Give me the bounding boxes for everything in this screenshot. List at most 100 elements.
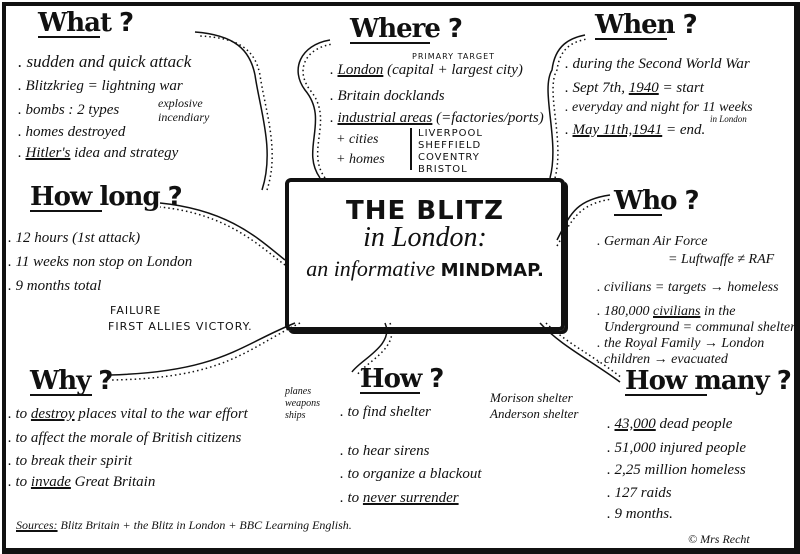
- failure-label: FAILURE: [110, 304, 162, 317]
- when-item-text: = end.: [665, 122, 706, 138]
- question-mark: ?: [684, 186, 699, 216]
- who-item-text: civilians: [653, 304, 701, 319]
- why-title: Why: [30, 366, 91, 396]
- what-item: . homes destroyed: [18, 124, 126, 140]
- sources-line: Sources: Blitz Britain + the Blitz in Lo…: [16, 518, 352, 533]
- how-long-item-text: 9 months total: [15, 278, 102, 294]
- how-long-item: . 9 months total: [8, 278, 102, 294]
- who-item-text: German Air Force: [604, 234, 708, 249]
- who-item: . children → evacuated: [597, 352, 728, 367]
- how-long-heading: How long?: [30, 182, 183, 212]
- who-title: Who: [614, 186, 677, 216]
- when-item-text: = start: [662, 80, 704, 96]
- question-mark: ?: [98, 366, 113, 396]
- who-item: . civilians = targets → homeless: [597, 280, 779, 295]
- bomb-type: explosive: [158, 96, 203, 110]
- how-many-item-text: dead people: [659, 416, 733, 432]
- where-item-text: industrial areas: [337, 110, 433, 126]
- shelter-type: Morison shelter: [490, 390, 573, 405]
- what-item: . Blitzkrieg = lightning war: [18, 78, 183, 94]
- when-item: . Sept 7th, 1940 = start: [565, 80, 704, 96]
- when-note: in London: [710, 114, 747, 124]
- why-target: planes: [285, 386, 312, 397]
- victory-label: FIRST ALLIES VICTORY.: [108, 320, 253, 333]
- arrow-to-when: [547, 34, 586, 179]
- how-many-item: . 43,000 dead people: [607, 416, 733, 432]
- where-title: Where: [350, 14, 441, 44]
- central-topic-box: THE BLITZ in London: an informative MIND…: [285, 178, 565, 331]
- how-long-item-text: 12 hours (1st attack): [15, 230, 141, 246]
- question-mark: ?: [447, 14, 463, 44]
- how-many-item-text: 43,000: [614, 416, 656, 432]
- arrow-to-where: [297, 39, 331, 179]
- why-item-text: destroy: [30, 406, 75, 422]
- what-item-text: sudden and quick attack: [26, 52, 192, 71]
- how-item: . to never surrender: [340, 490, 459, 506]
- why-item: . to invade Great Britain: [8, 474, 156, 490]
- why-item-text: to: [15, 474, 28, 490]
- how-long-item: . 11 weeks non stop on London: [8, 254, 193, 270]
- what-item-text: idea and strategy: [74, 145, 179, 161]
- why-item: . to affect the morale of British citize…: [8, 430, 242, 446]
- who-item-text: children → evacuated: [604, 352, 728, 367]
- what-item-text: Hitler's: [25, 145, 71, 161]
- why-item-text: Great Britain: [74, 474, 156, 490]
- how-heading: How?: [360, 364, 444, 394]
- where-extra: + cities: [336, 132, 379, 147]
- how-many-title: How many: [625, 366, 770, 396]
- who-item: . German Air Force: [597, 234, 708, 249]
- who-item-text: civilians = targets → homeless: [604, 280, 779, 295]
- question-mark: ?: [118, 8, 134, 38]
- central-tagline: an informative MINDMAP.: [289, 256, 561, 282]
- bomb-type: incendiary: [158, 110, 210, 124]
- where-item: . London (capital + largest city): [330, 62, 523, 78]
- who-item-text: the Royal Family → London: [604, 336, 765, 351]
- central-title: THE BLITZ: [346, 196, 504, 226]
- author-credit: © Mrs Recht: [688, 532, 750, 546]
- how-many-item-text: 2,25 million homeless: [614, 462, 746, 478]
- shelter-type: Anderson shelter: [490, 406, 579, 421]
- how-item-text: never surrender: [362, 490, 459, 506]
- what-item-text: Blitzkrieg = lightning war: [25, 78, 183, 94]
- how-item: . to hear sirens: [340, 443, 430, 459]
- who-item-text: 180,000: [604, 304, 650, 319]
- who-item-text: in the: [703, 304, 736, 319]
- what-item-text: homes destroyed: [25, 124, 126, 140]
- when-item-text: during the Second World War: [572, 56, 750, 72]
- where-item-text: Britain docklands: [337, 88, 445, 104]
- why-target: weapons: [285, 398, 320, 409]
- city: COVENTRY: [418, 152, 480, 163]
- how-many-item-text: 51,000 injured people: [614, 440, 747, 456]
- how-many-item: . 2,25 million homeless: [607, 462, 746, 478]
- how-long-item: . 12 hours (1st attack): [8, 230, 141, 246]
- when-heading: When?: [595, 10, 698, 40]
- central-subtitle: in London:: [363, 222, 487, 253]
- when-item-text: Sept 7th,: [572, 80, 626, 96]
- what-heading: What?: [38, 8, 134, 38]
- what-item-text: bombs : 2 types: [25, 102, 120, 118]
- arrow-to-what: [194, 31, 268, 191]
- why-item: . to break their spirit: [8, 453, 133, 469]
- who-item: = Luftwaffe ≠ RAF: [668, 252, 775, 267]
- when-item-text: everyday and night for 11 weeks: [572, 100, 753, 115]
- how-many-item: . 127 raids: [607, 485, 672, 501]
- when-item-text: 1940: [628, 80, 659, 96]
- when-item: . during the Second World War: [565, 56, 750, 72]
- who-item: Underground = communal shelter: [604, 320, 796, 335]
- how-many-item-text: 127 raids: [614, 485, 672, 501]
- how-long-item-text: 11 weeks non stop on London: [15, 254, 193, 270]
- where-extra: + homes: [336, 152, 385, 167]
- what-item: . sudden and quick attack: [18, 52, 192, 71]
- sources-label: Sources:: [16, 518, 58, 532]
- why-target: ships: [285, 410, 306, 421]
- central-mindmap-word: MINDMAP.: [440, 260, 544, 281]
- how-item-text: to: [347, 490, 360, 506]
- what-title: What: [38, 8, 112, 38]
- when-item: . everyday and night for 11 weeks: [565, 100, 753, 115]
- how-long-title: How long: [30, 182, 161, 212]
- sources-text: Blitz Britain + the Blitz in London + BB…: [60, 518, 352, 532]
- why-item-text: to affect the morale of British citizens: [15, 430, 242, 446]
- when-item: . May 11th,1941 = end.: [565, 122, 706, 138]
- how-item: . to find shelter: [340, 404, 431, 420]
